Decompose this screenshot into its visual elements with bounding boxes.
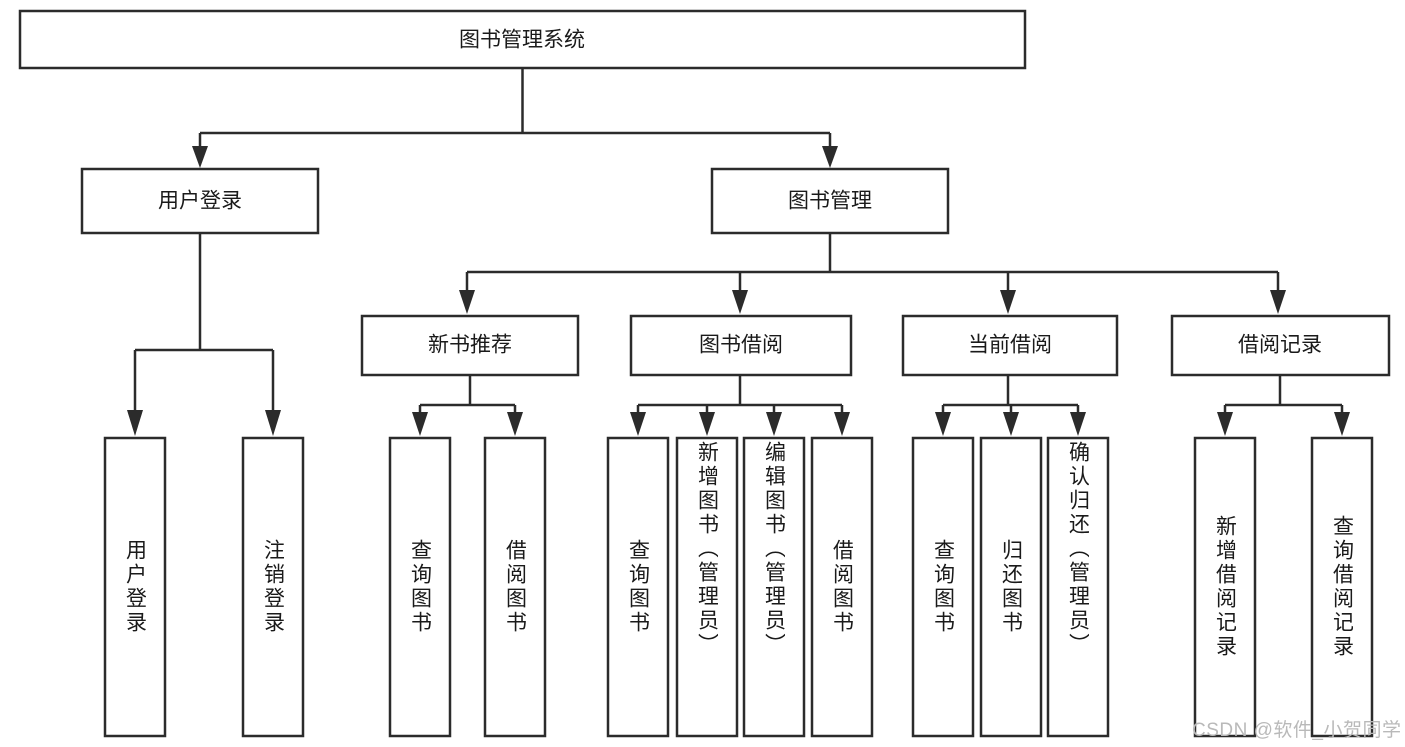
- node-leaf-borrow-book-rec-box[interactable]: [483, 436, 547, 738]
- arrowhead-leaf-add-book: [699, 412, 715, 436]
- node-leaf-query-record-box[interactable]: [1310, 436, 1374, 738]
- arrowhead-new-book-rec: [459, 290, 475, 314]
- node-new-book-rec-label: 新书推荐: [428, 334, 512, 357]
- node-leaf-user-login-box[interactable]: [103, 436, 167, 738]
- node-book-manage-label: 图书管理: [788, 190, 872, 213]
- node-book-borrow-label: 图书借阅: [699, 334, 783, 357]
- node-leaf-query-book-box[interactable]: [606, 436, 670, 738]
- node-borrow-record-label: 借阅记录: [1238, 334, 1322, 357]
- node-book-manage-box[interactable]: [710, 167, 950, 235]
- node-current-borrow-label: 当前借阅: [968, 334, 1052, 357]
- node-leaf-borrow-book-box[interactable]: [810, 436, 874, 738]
- arrowhead-leaf-query-book-rec: [412, 412, 428, 436]
- node-leaf-confirm-return-box[interactable]: [1046, 436, 1110, 738]
- arrowhead-leaf-confirm-return: [1070, 412, 1086, 436]
- arrowhead-leaf-query-book-cur: [935, 412, 951, 436]
- connector-group-borrow-record: [1217, 375, 1350, 436]
- node-leaf-return-book-box[interactable]: [979, 436, 1043, 738]
- connector-group-book-borrow: [630, 375, 850, 436]
- arrowhead-leaf-return-book: [1003, 412, 1019, 436]
- arrowhead-leaf-borrow-book: [834, 412, 850, 436]
- arrowhead-current-borrow: [1000, 290, 1016, 314]
- arrowhead-leaf-edit-book: [766, 412, 782, 436]
- node-user-login-box[interactable]: [80, 167, 320, 235]
- arrowhead-leaf-user-logout: [265, 410, 281, 436]
- node-book-borrow-box[interactable]: [629, 314, 853, 377]
- connector-group-current-borrow: [935, 375, 1086, 436]
- connector-group-new-book-rec: [412, 375, 523, 436]
- node-root-box[interactable]: [18, 9, 1027, 70]
- connector-group-book-manage: [459, 233, 1286, 314]
- arrowhead-book-borrow: [732, 290, 748, 314]
- node-new-book-rec-box[interactable]: [360, 314, 580, 377]
- node-user-login-label: 用户登录: [158, 190, 242, 213]
- arrowhead-leaf-borrow-book-rec: [507, 412, 523, 436]
- arrowhead-leaf-add-record: [1217, 412, 1233, 436]
- arrowhead-leaf-user-login: [127, 410, 143, 436]
- arrowhead-leaf-query-book: [630, 412, 646, 436]
- node-leaf-user-logout-box[interactable]: [241, 436, 305, 738]
- connector-group-user-login: [127, 233, 281, 436]
- arrowhead-leaf-query-record: [1334, 412, 1350, 436]
- node-leaf-query-book-rec-box[interactable]: [388, 436, 452, 738]
- arrowhead-user-login: [192, 146, 208, 168]
- node-leaf-add-book-box[interactable]: [675, 436, 739, 738]
- node-borrow-record-box[interactable]: [1170, 314, 1391, 377]
- node-current-borrow-box[interactable]: [901, 314, 1119, 377]
- node-leaf-query-book-cur-box[interactable]: [911, 436, 975, 738]
- arrowhead-borrow-record: [1270, 290, 1286, 314]
- node-leaf-edit-book-box[interactable]: [742, 436, 806, 738]
- watermark-label: CSDN @软件_小贺同学: [1192, 720, 1402, 741]
- connector-group-root: [192, 68, 838, 168]
- arrowhead-book-manage: [822, 146, 838, 168]
- node-leaf-add-record-box[interactable]: [1193, 436, 1257, 738]
- node-root-label: 图书管理系统: [459, 29, 585, 52]
